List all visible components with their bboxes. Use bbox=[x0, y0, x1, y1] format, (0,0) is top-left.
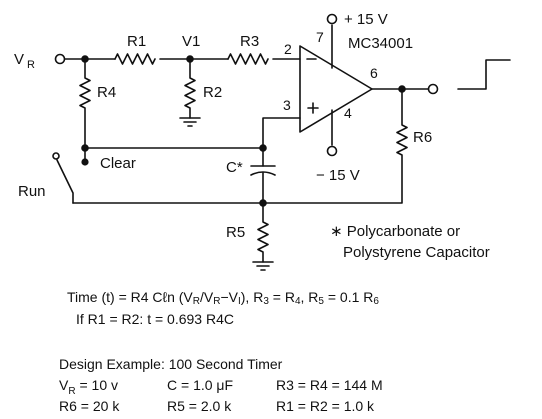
supply-pos-terminal bbox=[326, 13, 338, 25]
clear-label: Clear bbox=[100, 155, 136, 172]
pin2-label: 2 bbox=[284, 41, 292, 57]
design-r3-r4: R3 = R4 = 144 M bbox=[276, 377, 383, 393]
capacitor-note-line2: Polystyrene Capacitor bbox=[343, 244, 490, 261]
capacitor-label: C* bbox=[226, 159, 243, 176]
opamp-triangle bbox=[299, 45, 373, 133]
output-terminal bbox=[427, 83, 439, 95]
design-vr: VR = 10 v bbox=[59, 377, 118, 397]
v1-label: V1 bbox=[182, 33, 200, 50]
supply-neg-terminal bbox=[326, 145, 338, 157]
r4-resistor bbox=[79, 58, 91, 149]
timer-circuit-diagram: V R R1 V1 R3 R4 R2 + 15 V MC34001 2 7 3 … bbox=[14, 11, 511, 271]
vr-label-sub: R bbox=[27, 59, 35, 71]
run-label: Run bbox=[18, 183, 46, 200]
non-inverting-mark bbox=[307, 102, 319, 114]
r5-label: R5 bbox=[226, 224, 245, 241]
r3-resistor bbox=[227, 53, 269, 65]
wire-non-inverting bbox=[262, 117, 301, 149]
pin3-label: 3 bbox=[283, 97, 291, 113]
r2-resistor bbox=[184, 58, 196, 119]
clear-contact-dot bbox=[81, 158, 89, 166]
time-equation: Time (t) = R4 Cℓn (VR/VR−VI), R3 = R4, R… bbox=[67, 289, 379, 307]
design-c: C = 1.0 μF bbox=[167, 377, 234, 393]
supply-neg-label: − 15 V bbox=[316, 167, 360, 184]
design-example-title: Design Example: 100 Second Timer bbox=[59, 356, 283, 372]
r1-resistor bbox=[114, 53, 156, 65]
capacitor-note-line1: ∗ Polycarbonate or bbox=[330, 223, 460, 240]
run-switch-pivot bbox=[52, 152, 60, 160]
ground-icon bbox=[179, 117, 201, 127]
pin7-label: 7 bbox=[316, 29, 324, 45]
pin4-label: 4 bbox=[344, 105, 352, 121]
capacitor-plate-bottom bbox=[250, 171, 276, 176]
opamp-label: MC34001 bbox=[348, 35, 413, 52]
vr-input-terminal bbox=[54, 53, 66, 65]
design-r5: R5 = 2.0 k bbox=[167, 398, 232, 414]
r6-resistor bbox=[262, 88, 408, 204]
supply-pos-label: + 15 V bbox=[344, 11, 388, 28]
simplified-equation: If R1 = R2: t = 0.693 R4C bbox=[76, 311, 234, 327]
r2-label: R2 bbox=[203, 84, 222, 101]
r1-label: R1 bbox=[127, 33, 146, 50]
output-step-waveform bbox=[457, 59, 511, 90]
vr-label: V bbox=[14, 51, 24, 68]
ground-icon bbox=[252, 261, 274, 271]
design-r1-r2: R1 = R2 = 1.0 k bbox=[276, 398, 375, 414]
r4-label: R4 bbox=[97, 84, 116, 101]
design-r6: R6 = 20 k bbox=[59, 398, 120, 414]
pin6-label: 6 bbox=[370, 65, 378, 81]
r5-resistor bbox=[257, 202, 269, 263]
r6-label: R6 bbox=[413, 129, 432, 146]
run-switch-lever bbox=[56, 159, 74, 204]
r3-label: R3 bbox=[240, 33, 259, 50]
